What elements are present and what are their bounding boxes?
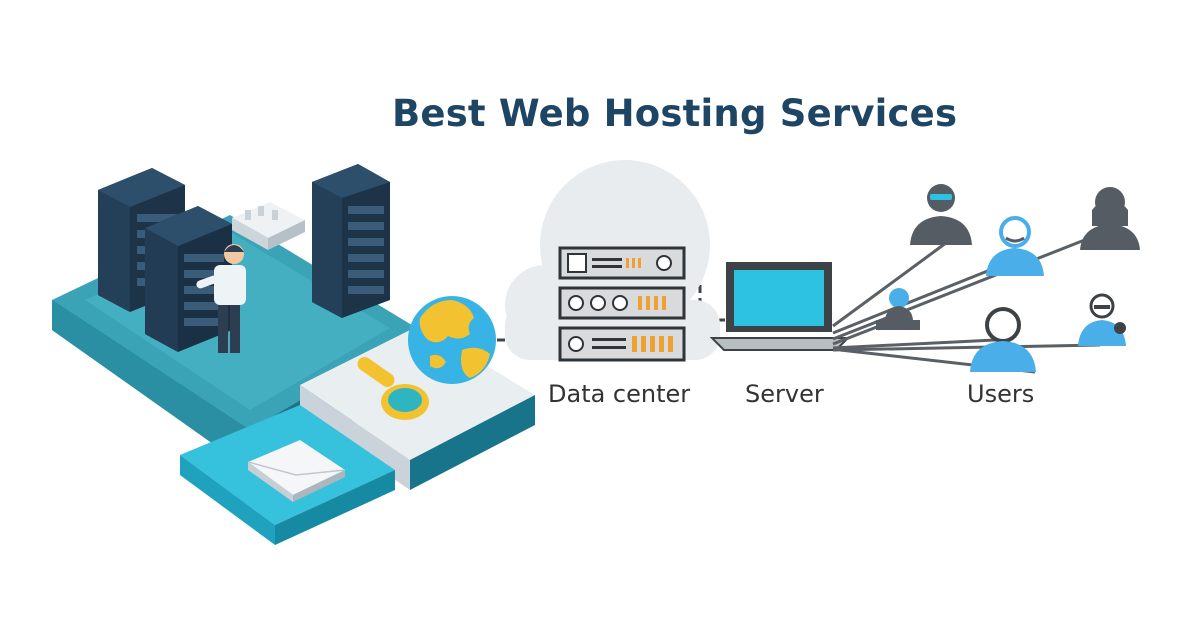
- laptop-icon: [709, 262, 851, 351]
- users-label: Users: [967, 380, 1035, 408]
- data-center-label: Data center: [548, 380, 691, 408]
- user-connections: [832, 230, 1106, 374]
- envelope-icon: [247, 440, 346, 502]
- data-center-icon: [558, 246, 686, 362]
- page-title: Best Web Hosting Services: [392, 92, 958, 135]
- server-label: Server: [745, 380, 824, 408]
- globe-icon: [408, 296, 496, 384]
- technician-icon: [196, 244, 246, 353]
- user-icon: [876, 184, 1140, 372]
- magnifier-icon: [357, 356, 429, 420]
- server-rack-icon: [98, 164, 390, 352]
